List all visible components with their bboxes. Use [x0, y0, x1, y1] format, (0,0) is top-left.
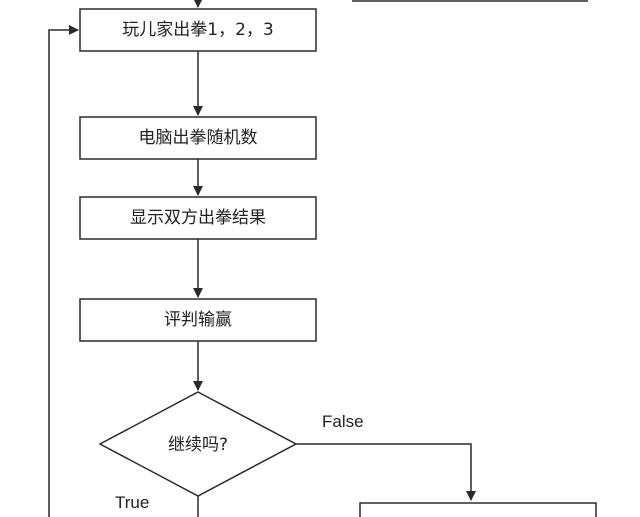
node-player-input-label: 玩儿家出拳1，2，3 — [122, 20, 273, 40]
node-continue-label: 继续吗? — [168, 435, 228, 455]
false-label: False — [322, 412, 364, 431]
node-judge: 评判输赢 — [79, 298, 317, 342]
node-computer-random-label: 电脑出拳随机数 — [139, 128, 258, 148]
arrow-false-branch — [296, 443, 476, 501]
node-continue-decision: 继续吗? — [98, 391, 298, 497]
node-player-input: 玩儿家出拳1，2，3 — [79, 8, 317, 52]
node-judge-label: 评判输赢 — [164, 310, 232, 330]
partial-box-bottom-right — [359, 502, 597, 517]
node-computer-random: 电脑出拳随机数 — [79, 116, 317, 160]
arrow-loop-back — [48, 25, 79, 517]
node-show-result: 显示双方出拳结果 — [79, 196, 317, 240]
true-label: True — [115, 493, 149, 512]
node-show-result-label: 显示双方出拳结果 — [130, 208, 266, 228]
